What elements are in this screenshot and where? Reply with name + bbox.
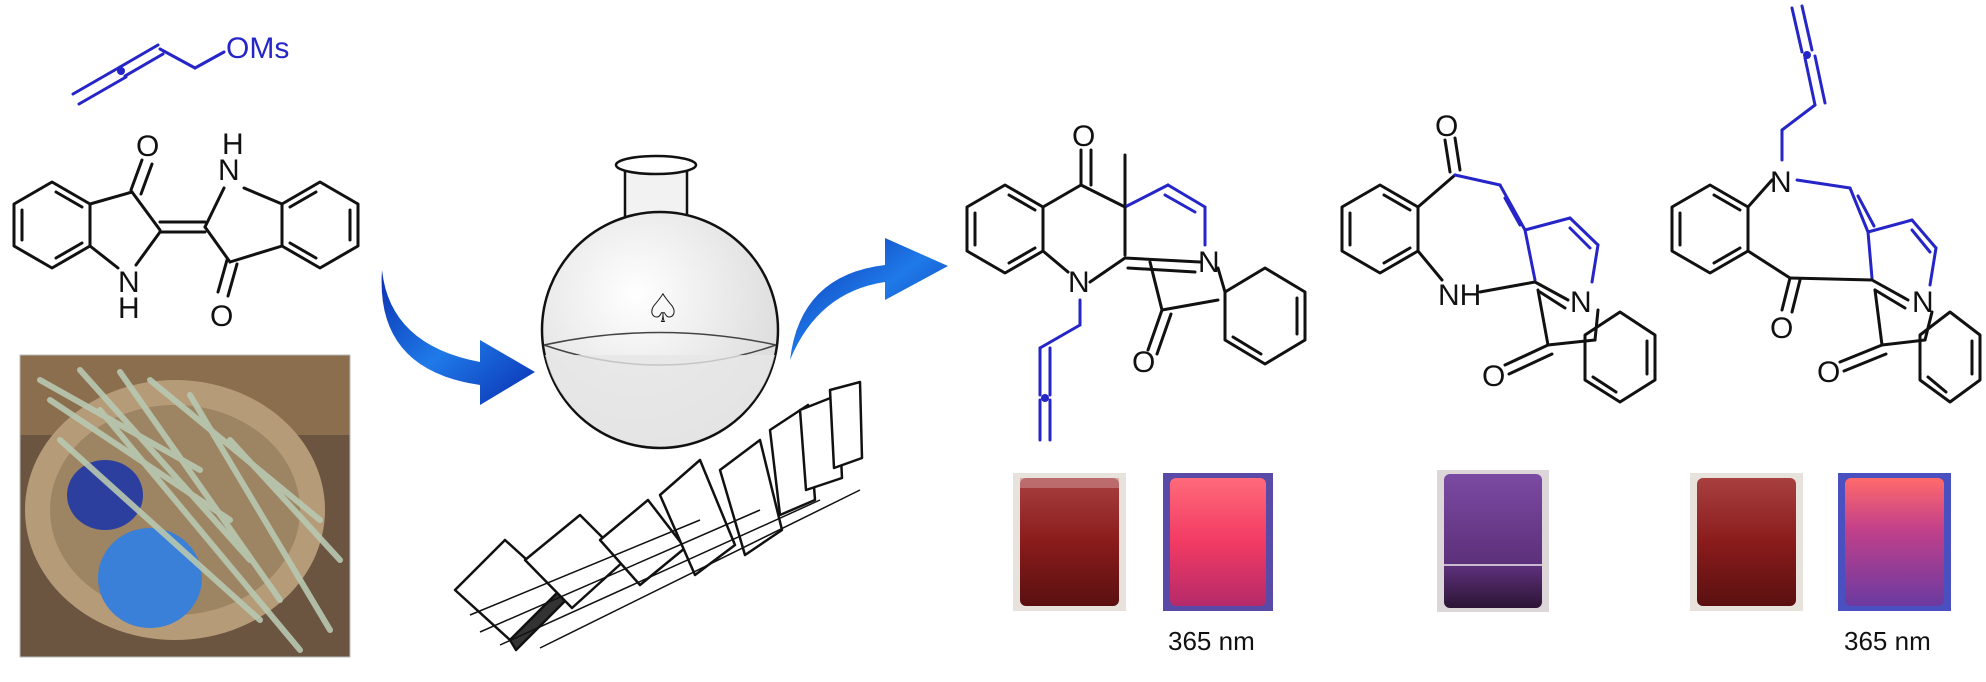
product-2-structure: O N NH O xyxy=(1340,110,1657,404)
vial-photo-red-2 xyxy=(1690,473,1803,611)
p1-oxygen-carbonyl: O xyxy=(1072,120,1095,153)
p3-oxygen-middle: O xyxy=(1770,312,1793,345)
p2-oxygen-lower: O xyxy=(1482,360,1505,393)
p3-nitrogen-amine: N xyxy=(1770,166,1792,199)
indigo-hydrogen-right: H xyxy=(222,128,244,161)
indigo-oxygen-top: O xyxy=(136,130,159,163)
domino-icon xyxy=(453,380,864,652)
vial-photo-pink-uv xyxy=(1163,473,1273,611)
vial-photo-uv-2 xyxy=(1838,473,1951,611)
round-bottom-flask-icon: ♤ xyxy=(540,154,780,450)
vial-photo-red xyxy=(1013,473,1126,611)
domino-shading xyxy=(469,489,861,649)
p2-nitrogen-ring: N xyxy=(1570,286,1592,319)
curved-arrow-icon xyxy=(790,238,948,360)
indigo-oxygen-bottom: O xyxy=(210,300,233,333)
p3-oxygen-lower: O xyxy=(1817,356,1840,389)
indigo-hydrogen-left: H xyxy=(118,292,140,325)
p2-nh-label: NH xyxy=(1438,279,1481,312)
vial-photo-purple xyxy=(1437,470,1549,612)
p1-oxygen-lower: O xyxy=(1132,346,1155,379)
spade-icon: ♤ xyxy=(645,287,681,331)
product-1-structure: O N N O xyxy=(965,120,1307,442)
p2-oxygen-carbonyl: O xyxy=(1435,110,1458,143)
yarn-basket-photo xyxy=(19,354,351,658)
indigo-nitrogen-left: N xyxy=(118,266,140,299)
uv-caption-right: 365 nm xyxy=(1844,626,1931,656)
product-3-structure: N N O O xyxy=(1670,4,1982,404)
uv-caption-left: 365 nm xyxy=(1168,626,1255,656)
curved-arrow-icon xyxy=(381,270,535,405)
p1-nitrogen-amine: N xyxy=(1068,266,1090,299)
mesylate-label: OMs xyxy=(226,32,289,65)
p1-nitrogen-ring: N xyxy=(1198,246,1220,279)
allenyl-mesylate-reagent: OMs xyxy=(71,32,289,106)
indigo-nitrogen-right: N xyxy=(218,154,240,187)
indigo-structure: O N H N H O xyxy=(12,128,360,333)
p3-nitrogen-ring: N xyxy=(1912,286,1934,319)
